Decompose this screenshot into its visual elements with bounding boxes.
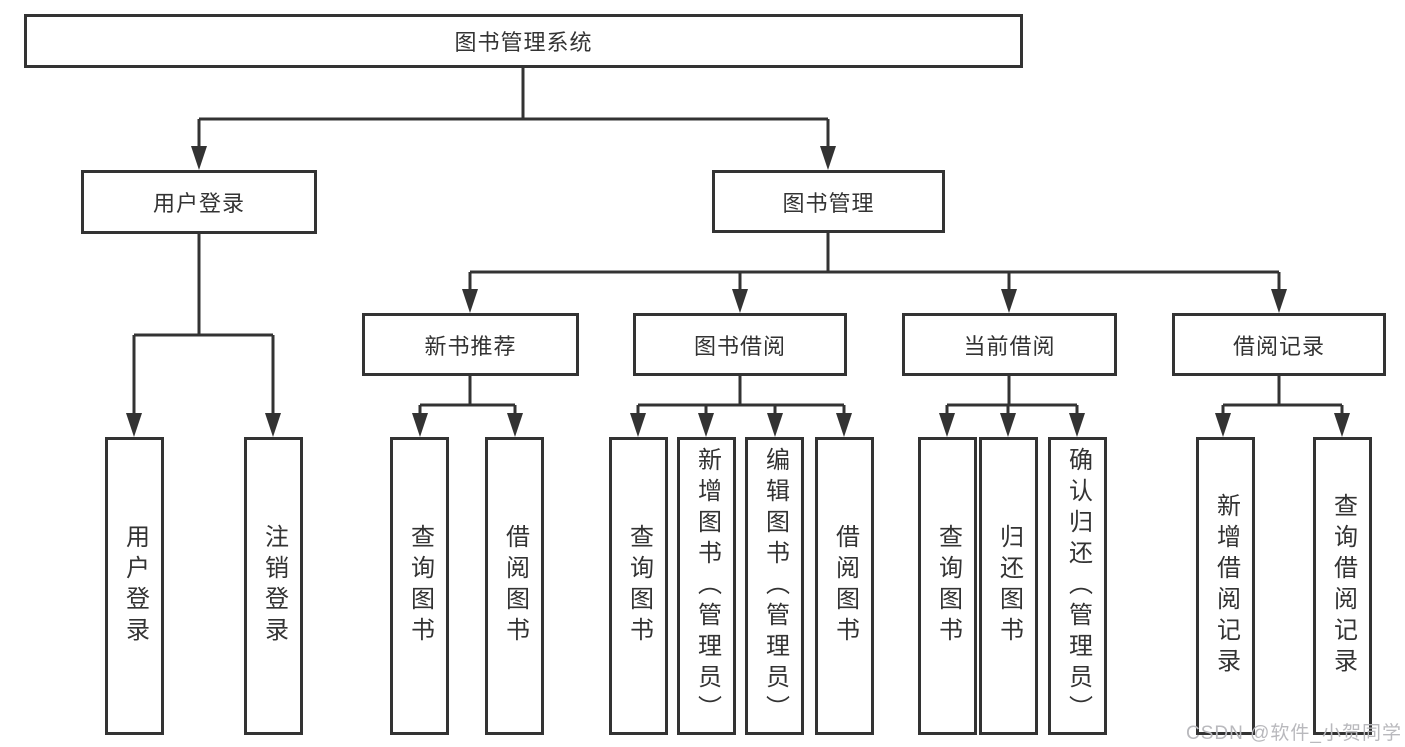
watermark: CSDN @软件_小贺同学 xyxy=(1186,723,1402,744)
node-label: 当前借阅 xyxy=(963,333,1056,359)
node-library-management-system: 图书管理系统 xyxy=(24,14,1023,68)
leaf-label: 新增借阅记录 xyxy=(1212,493,1240,679)
leaf-label: 新增图书（管理员） xyxy=(693,446,721,726)
node-new-book-recommendation: 新书推荐 xyxy=(362,313,579,376)
leaf-label: 查询图书 xyxy=(406,524,434,648)
leaf-logout: 注销登录 xyxy=(244,437,303,735)
leaf-query-books-borrowing: 查询图书 xyxy=(609,437,668,735)
leaf-query-borrow-record: 查询借阅记录 xyxy=(1313,437,1372,735)
node-borrowing-records: 借阅记录 xyxy=(1172,313,1386,376)
leaf-confirm-return-admin: 确认归还（管理员） xyxy=(1048,437,1107,735)
leaf-query-books-current: 查询图书 xyxy=(918,437,977,735)
node-book-borrowing: 图书借阅 xyxy=(633,313,847,376)
leaf-label: 归还图书 xyxy=(995,524,1023,648)
leaf-borrow-books-borrowing: 借阅图书 xyxy=(815,437,874,735)
node-user-login: 用户登录 xyxy=(81,170,317,234)
leaf-label: 编辑图书（管理员） xyxy=(761,446,789,726)
leaf-edit-book-admin: 编辑图书（管理员） xyxy=(745,437,804,735)
node-book-management: 图书管理 xyxy=(712,170,945,233)
leaf-label: 查询图书 xyxy=(934,524,962,648)
leaf-label: 注销登录 xyxy=(260,524,288,648)
node-label: 图书管理系统 xyxy=(454,30,593,55)
node-label: 图书借阅 xyxy=(693,333,786,359)
leaf-label: 借阅图书 xyxy=(831,524,859,648)
leaf-label: 用户登录 xyxy=(121,524,149,648)
leaf-add-book-admin: 新增图书（管理员） xyxy=(677,437,736,735)
leaf-borrow-books-recommend: 借阅图书 xyxy=(485,437,544,735)
leaf-label: 借阅图书 xyxy=(501,524,529,648)
node-current-borrowing: 当前借阅 xyxy=(902,313,1117,376)
leaf-label: 查询图书 xyxy=(625,524,653,648)
leaf-label: 查询借阅记录 xyxy=(1329,493,1357,679)
node-label: 用户登录 xyxy=(152,191,245,216)
leaf-user-login: 用户登录 xyxy=(105,437,164,735)
leaf-label: 确认归还（管理员） xyxy=(1064,446,1092,726)
node-label: 新书推荐 xyxy=(424,333,517,359)
leaf-add-borrow-record: 新增借阅记录 xyxy=(1196,437,1255,735)
leaf-return-book: 归还图书 xyxy=(979,437,1038,735)
leaf-query-books-recommend: 查询图书 xyxy=(390,437,449,735)
node-label: 借阅记录 xyxy=(1232,333,1325,359)
node-label: 图书管理 xyxy=(782,190,875,216)
